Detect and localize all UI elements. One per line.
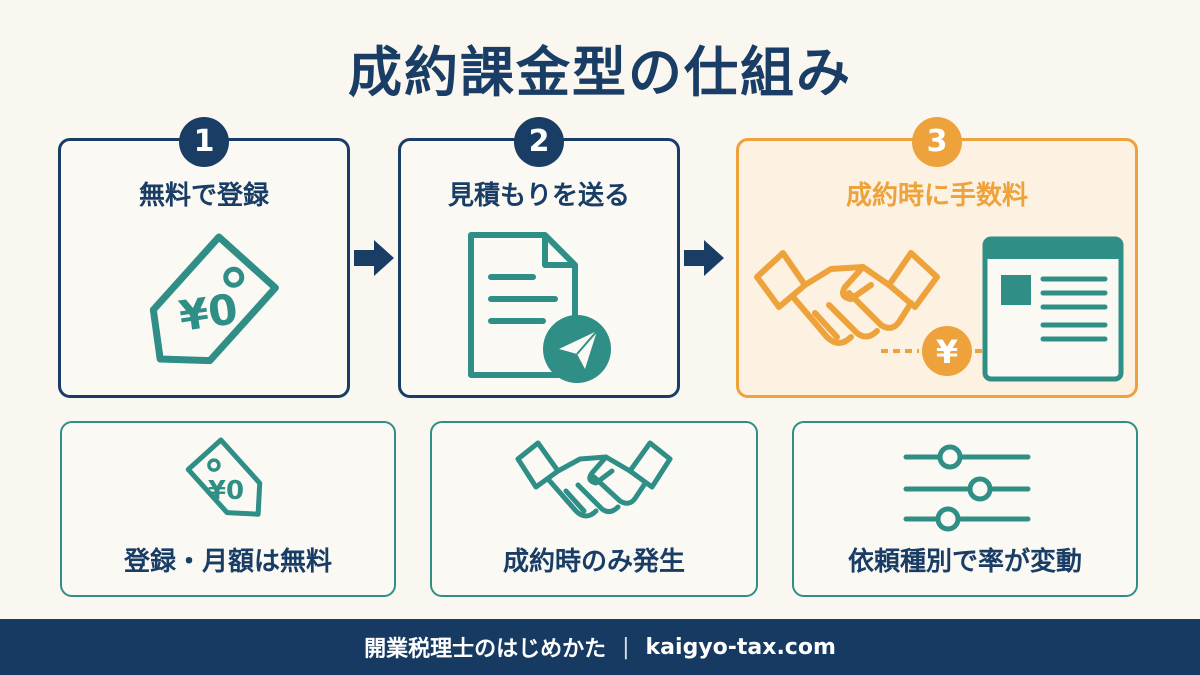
feature-label: 成約時のみ発生 bbox=[502, 547, 685, 577]
step-2-card: 2 見積もりを送る bbox=[398, 117, 680, 398]
tag-price-text: ¥0 bbox=[176, 284, 241, 341]
step-3-card: 3 成約時に手数料 ¥ bbox=[736, 117, 1138, 398]
handshake-payment-icon: ¥ bbox=[754, 236, 1124, 382]
feature-card-success-only: 成約時のみ発生 bbox=[430, 421, 758, 597]
yen-symbol: ¥ bbox=[936, 333, 958, 371]
step-3-title: 成約時に手数料 bbox=[845, 181, 1028, 211]
sliders-icon bbox=[903, 444, 1031, 532]
feature-card-free-registration: ¥0 登録・月額は無料 bbox=[60, 421, 396, 597]
price-tag-icon: ¥0 bbox=[185, 437, 263, 517]
feature-label: 登録・月額は無料 bbox=[123, 547, 332, 577]
footer-domain-link[interactable]: kaigyo-tax.com bbox=[645, 634, 836, 660]
tag-price-text: ¥0 bbox=[208, 476, 244, 506]
feature-card-variable-rate: 依頼種別で率が変動 bbox=[792, 421, 1138, 597]
footer-separator: | bbox=[622, 634, 630, 660]
footer: 開業税理士のはじめかた | kaigyo-tax.com bbox=[0, 619, 1200, 675]
feature-label: 依頼種別で率が変動 bbox=[847, 547, 1082, 577]
step-2-badge: 2 bbox=[514, 117, 564, 167]
price-tag-icon: ¥0 bbox=[149, 233, 279, 365]
arrow-right-icon bbox=[684, 240, 724, 276]
step-2-title: 見積もりを送る bbox=[447, 181, 630, 211]
step-1-card: 1 無料で登録 ¥0 bbox=[58, 117, 350, 398]
document-send-icon bbox=[468, 232, 611, 383]
step-3-badge: 3 bbox=[912, 117, 962, 167]
arrow-right-icon bbox=[354, 240, 394, 276]
page-title: 成約課金型の仕組み bbox=[348, 41, 852, 104]
step-1-title: 無料で登録 bbox=[138, 181, 269, 211]
handshake-icon bbox=[515, 440, 673, 519]
footer-site-name: 開業税理士のはじめかた bbox=[364, 637, 607, 662]
step-1-badge: 1 bbox=[179, 117, 229, 167]
